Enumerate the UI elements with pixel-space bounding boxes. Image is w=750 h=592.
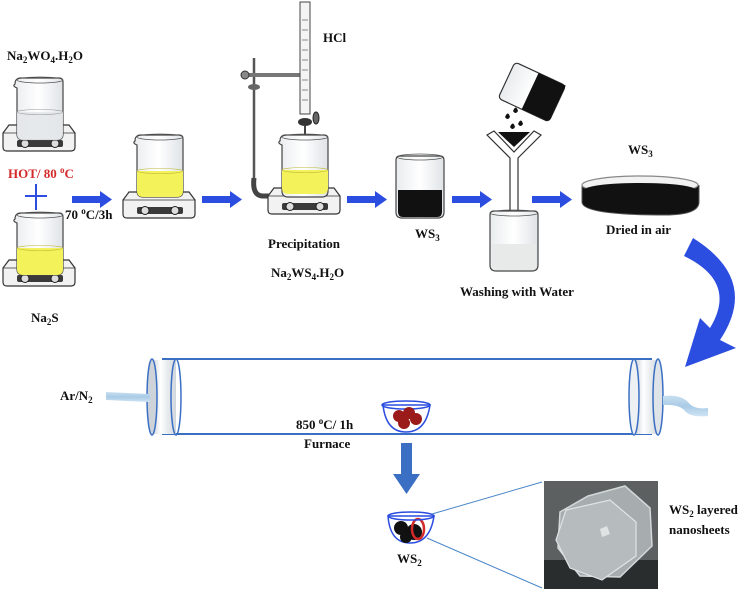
beaker-ws3 <box>395 153 445 219</box>
arrow-step1 <box>72 191 112 208</box>
text: 2 <box>329 272 335 282</box>
burette-stand <box>240 58 308 199</box>
text: C/ 1h <box>323 417 354 432</box>
text: Na <box>271 265 287 280</box>
text: 2 <box>68 55 73 65</box>
text: WS <box>291 265 312 280</box>
funnel <box>486 130 542 214</box>
beaker-mixed <box>122 133 196 219</box>
arrow-step3 <box>347 191 387 208</box>
furnace-tube <box>146 358 664 436</box>
reagent-na2s-label: Na2S <box>31 310 59 327</box>
beaker-washing <box>489 209 539 272</box>
beaker-na2wo4 <box>2 76 76 152</box>
furnace-label: Furnace <box>304 436 351 451</box>
text: WS <box>669 502 690 517</box>
sem-image <box>544 481 658 589</box>
text: 2 <box>88 395 93 405</box>
text: Na <box>31 310 47 325</box>
nanosheets-label-line2: nanosheets <box>669 522 730 537</box>
text: HOT/ 80 <box>8 166 61 181</box>
text: 2 <box>689 509 694 519</box>
text: o <box>318 416 324 426</box>
text: .H <box>316 265 330 280</box>
text: 2 <box>417 558 422 568</box>
step1-condition-label: 70 oC/3h <box>65 206 112 223</box>
precipitation-label: Precipitation <box>268 236 340 251</box>
text: 70 <box>65 207 82 222</box>
gas-inlet-hose <box>106 392 150 402</box>
text: WS <box>397 551 418 566</box>
droplets <box>505 107 523 129</box>
arrow-down <box>393 443 420 494</box>
zoom-line-top <box>431 481 543 515</box>
text: 850 <box>296 417 319 432</box>
gas-outlet-hose <box>663 395 708 417</box>
text: C <box>64 166 74 181</box>
plus-icon <box>25 184 47 210</box>
hot-temperature-label: HOT/ 80 oC <box>8 165 74 182</box>
text: o <box>60 165 65 175</box>
text: 3 <box>435 233 440 243</box>
text: .H <box>55 48 69 63</box>
intermediate-label: Na2WS4.H2O <box>271 265 344 282</box>
arrow-step4 <box>452 191 492 208</box>
text: 3 <box>648 149 653 159</box>
text: o <box>81 206 86 216</box>
text: 4 <box>50 55 56 65</box>
text: layered <box>693 502 738 517</box>
crucible-precursor <box>381 400 431 433</box>
pouring-beaker <box>498 62 566 122</box>
ws3-dish-label: WS3 <box>628 142 653 159</box>
gas-label: Ar/N2 <box>60 388 93 405</box>
text: 2 <box>286 272 292 282</box>
dried-label: Dried in air <box>606 222 671 237</box>
crucible-ws2 <box>387 511 435 544</box>
ws3-beaker-label: WS3 <box>415 226 440 243</box>
text: O <box>334 265 345 280</box>
product-label: WS2 <box>397 551 422 568</box>
text: S <box>51 310 59 325</box>
text: WS <box>628 142 649 157</box>
text: WS <box>415 226 436 241</box>
curved-arrow <box>684 238 736 367</box>
arrow-step2 <box>202 191 242 208</box>
text: 4 <box>311 272 317 282</box>
reagent-na2wo4-label: Na2WO4.H2O <box>7 48 83 65</box>
furnace-temperature-label: 850 oC/ 1h <box>296 416 353 433</box>
text: 2 <box>46 317 52 327</box>
text: Ar/N <box>60 388 89 403</box>
text: Na <box>7 48 23 63</box>
zoom-line-bottom <box>426 537 543 589</box>
text: 2 <box>22 55 28 65</box>
text: C/3h <box>85 207 113 222</box>
text: O <box>72 48 84 63</box>
beaker-na2s <box>2 211 76 287</box>
text: WO <box>27 48 51 63</box>
beaker-precipitation <box>267 133 341 215</box>
washing-label: Washing with Water <box>460 284 574 299</box>
petri-dish <box>581 175 700 216</box>
nanosheets-label-line1: WS2 layered <box>669 502 738 519</box>
arrow-step5 <box>532 191 572 208</box>
acid-label: HCl <box>323 30 347 45</box>
